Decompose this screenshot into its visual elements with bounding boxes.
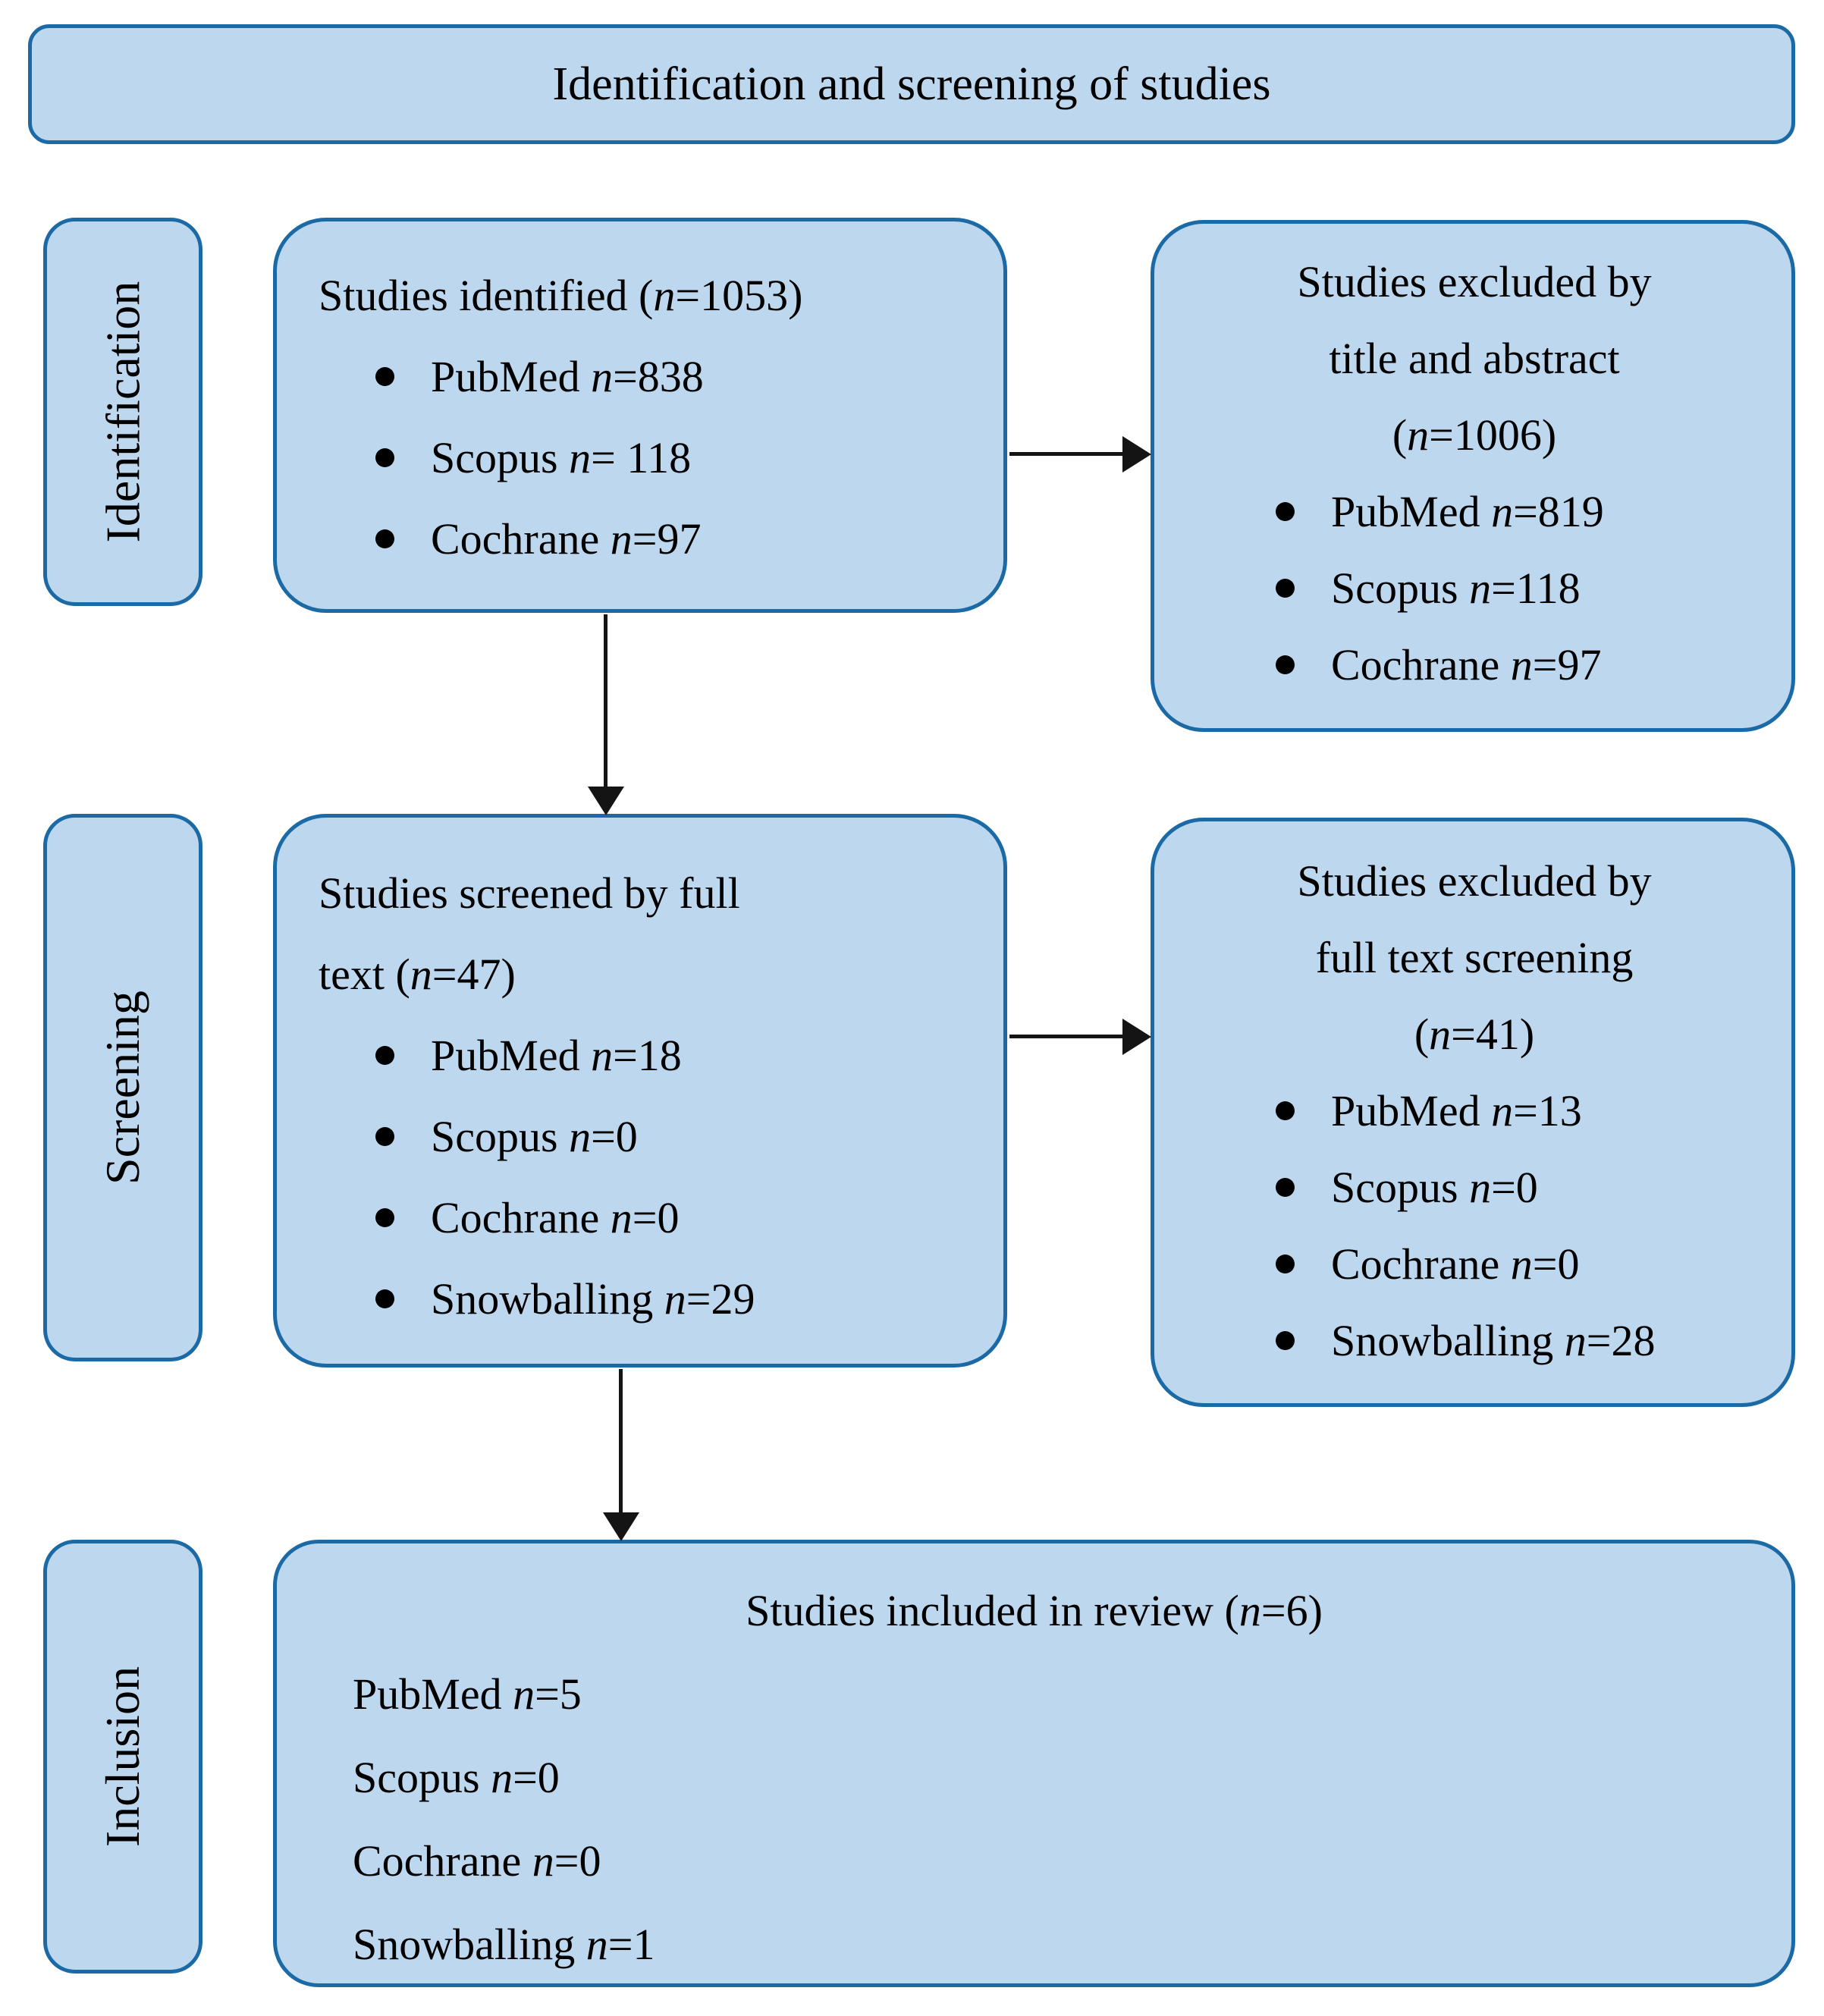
- down-arrow-identified-to-screened: [604, 614, 607, 787]
- box-title-line: (n=41): [1414, 1010, 1535, 1059]
- source-list: PubMed n=13 Scopus n=0 Cochrane n=0 Snow…: [1276, 1072, 1764, 1379]
- down-arrow-screened-to-included: [619, 1369, 623, 1513]
- bullet-icon: [1276, 1255, 1295, 1273]
- stage-label-screening: Screening: [43, 814, 202, 1361]
- bullet-icon: [1276, 579, 1295, 598]
- list-item: Scopus n=0: [353, 1753, 560, 1802]
- list-item: PubMed n=838: [375, 336, 965, 417]
- box-title-line: full text screening: [1315, 933, 1634, 982]
- list-item: Scopus n=118: [1276, 550, 1764, 626]
- list-item: Cochrane n=0: [353, 1836, 601, 1886]
- bullet-icon: [375, 1046, 394, 1065]
- list-item: Snowballing n=28: [1276, 1302, 1764, 1379]
- right-arrow-screened-to-excluded: [1009, 1035, 1123, 1038]
- list-item: Cochrane n=0: [1276, 1226, 1764, 1302]
- bullet-icon: [375, 367, 394, 386]
- list-item: Scopus n= 118: [375, 417, 965, 498]
- box-title-line: Studies excluded by: [1297, 257, 1652, 306]
- list-item: Cochrane n=97: [375, 498, 965, 579]
- box-title-line: (n=1006): [1392, 410, 1557, 460]
- box-title-line: Studies excluded by: [1297, 856, 1652, 906]
- bullet-icon: [375, 1127, 394, 1146]
- box-title: Studies included in review (n=6): [746, 1586, 1323, 1635]
- diagram-title-banner: Identification and screening of studies: [28, 24, 1795, 144]
- stage-label-identification-text: Identification: [96, 281, 149, 543]
- box-studies-identified: Studies identified (n=1053) PubMed n=838…: [273, 218, 1007, 613]
- source-list: PubMed n=18 Scopus n=0 Cochrane n=0 Snow…: [375, 1015, 965, 1339]
- list-item: PubMed n=5: [353, 1669, 582, 1719]
- list-item: PubMed n=13: [1276, 1072, 1764, 1149]
- list-item: Cochrane n=97: [1276, 626, 1764, 703]
- bullet-icon: [1276, 502, 1295, 521]
- stage-label-screening-text: Screening: [96, 991, 149, 1185]
- source-list: PubMed n=5 Scopus n=0 Cochrane n=0 Snowb…: [353, 1653, 1746, 1986]
- list-item: Snowballing n=29: [375, 1258, 965, 1339]
- box-excluded-full-text: Studies excluded by full text screening …: [1151, 818, 1795, 1407]
- right-arrow-identified-to-excluded: [1009, 452, 1123, 456]
- diagram-title: Identification and screening of studies: [552, 58, 1271, 110]
- box-screened-full-text: Studies screened by full text (n=47) Pub…: [273, 814, 1007, 1368]
- box-title-line: text (n=47): [319, 950, 516, 999]
- list-item: Scopus n=0: [375, 1096, 965, 1177]
- bullet-icon: [375, 448, 394, 467]
- stage-label-inclusion-text: Inclusion: [96, 1666, 149, 1848]
- bullet-icon: [375, 529, 394, 548]
- bullet-icon: [1276, 655, 1295, 674]
- list-item: PubMed n=18: [375, 1015, 965, 1096]
- box-title: Studies identified (n=1053): [319, 271, 803, 320]
- list-item: PubMed n=819: [1276, 473, 1764, 550]
- list-item: Scopus n=0: [1276, 1149, 1764, 1226]
- source-list: PubMed n=819 Scopus n=118 Cochrane n=97: [1276, 473, 1764, 703]
- box-title-line: Studies screened by full: [319, 868, 740, 918]
- bullet-icon: [1276, 1101, 1295, 1120]
- source-list: PubMed n=838 Scopus n= 118 Cochrane n=97: [375, 336, 965, 579]
- box-excluded-title-abstract: Studies excluded by title and abstract (…: [1151, 220, 1795, 732]
- stage-label-identification: Identification: [43, 218, 202, 606]
- stage-label-inclusion: Inclusion: [43, 1540, 202, 1974]
- bullet-icon: [1276, 1178, 1295, 1197]
- list-item: Cochrane n=0: [375, 1177, 965, 1258]
- list-item: Snowballing n=1: [353, 1920, 655, 1969]
- bullet-icon: [375, 1208, 394, 1227]
- box-included-in-review: Studies included in review (n=6) PubMed …: [273, 1540, 1795, 1987]
- box-title-line: title and abstract: [1329, 334, 1620, 383]
- bullet-icon: [375, 1289, 394, 1308]
- bullet-icon: [1276, 1331, 1295, 1350]
